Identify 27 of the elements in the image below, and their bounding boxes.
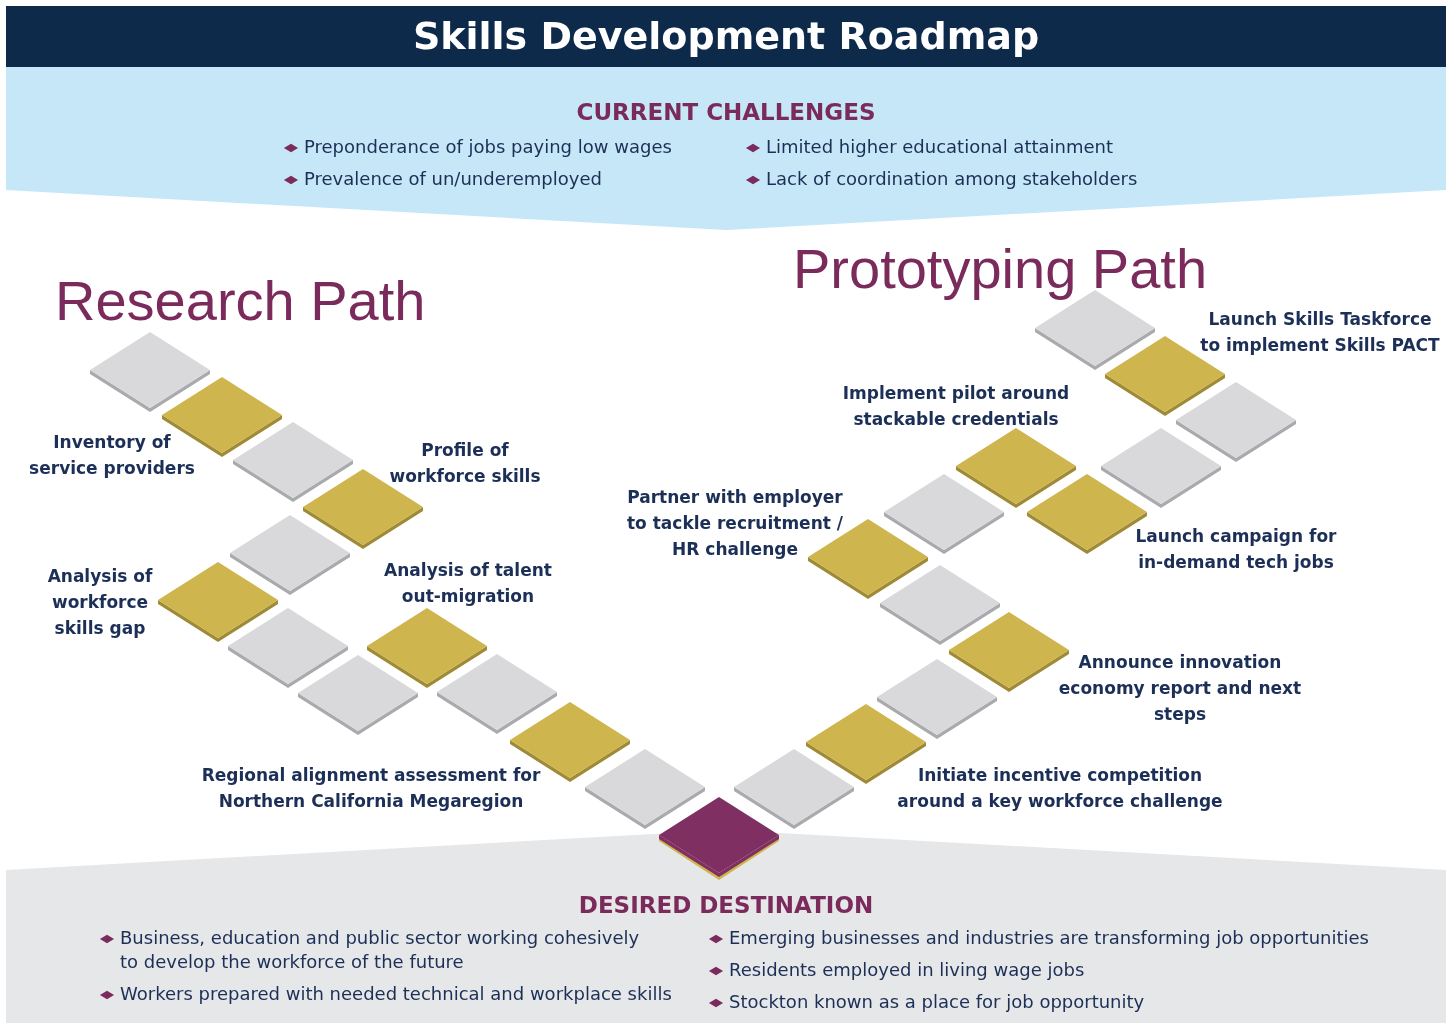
- milestone-label: Launch Skills Taskforce to implement Skills PACT: [1200, 308, 1440, 357]
- milestone-label: Analysis of workforce skills gap: [46, 565, 154, 640]
- milestone-label: Partner with employer to tackle recruitment / HR challenge: [626, 486, 844, 561]
- milestone-label: Announce innovation economy report and next steps: [1057, 651, 1303, 726]
- bullet-text: Lack of coordination among stakeholders: [766, 167, 1138, 191]
- bullet-text: Limited higher educational attainment: [766, 135, 1113, 159]
- section-heading: DESIRED DESTINATION: [577, 892, 875, 918]
- challenges-band: [6, 67, 1446, 230]
- bullet-text: Residents employed in living wage jobs: [729, 958, 1085, 982]
- bullet-text: Preponderance of jobs paying low wages: [304, 135, 672, 159]
- milestone-label: Profile of workforce skills: [388, 439, 542, 488]
- section-heading: CURRENT CHALLENGES: [575, 99, 877, 125]
- path-heading: Research Path: [55, 268, 426, 333]
- milestone-label: Launch campaign for in-demand tech jobs: [1134, 525, 1338, 574]
- bullet-text: Stockton known as a place for job opportunity: [729, 990, 1145, 1014]
- title-bar: Skills Development Roadmap: [6, 6, 1446, 67]
- milestone-label: Analysis of talent out-migration: [383, 559, 553, 608]
- milestone-label: Inventory of service providers: [28, 431, 196, 480]
- bullet-text: Business, education and public sector working cohesively to develop the workforce of the future: [120, 926, 641, 974]
- milestone-label: Regional alignment assessment for Northern California Megaregion: [200, 764, 542, 813]
- bullet-text: Prevalence of un/underemployed: [304, 167, 602, 191]
- destination-band: [6, 830, 1446, 1023]
- bullet-text: Emerging businesses and industries are transforming job opportunities: [729, 926, 1369, 950]
- milestone-label: Initiate incentive competition around a key workforce challenge: [896, 764, 1224, 813]
- bullet-text: Workers prepared with needed technical and workplace skills: [120, 982, 672, 1006]
- path-heading: Prototyping Path: [793, 236, 1208, 301]
- milestone-label: Implement pilot around stackable credentials: [841, 382, 1071, 431]
